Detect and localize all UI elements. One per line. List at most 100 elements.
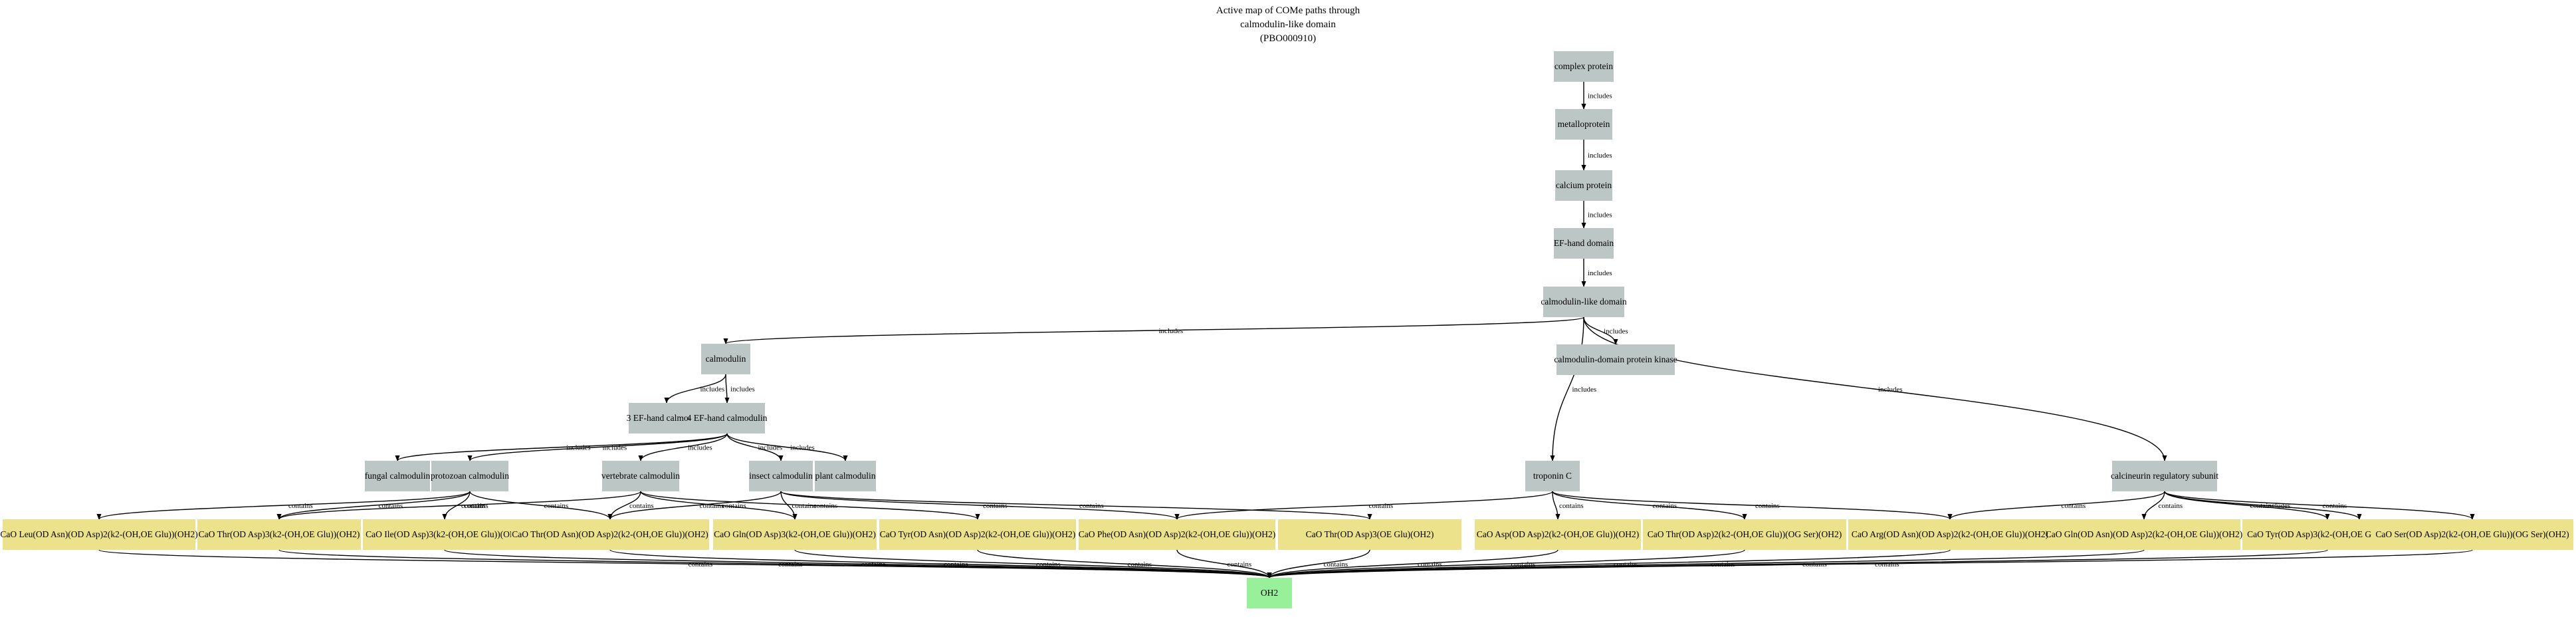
node-label: CaO Thr(OD Asn)(OD Asp)2(k2-(OH,OE Glu))…: [512, 529, 708, 539]
edge-line: [1267, 549, 2473, 578]
edge-label: contains: [1324, 560, 1348, 568]
node-box: [1554, 228, 1614, 259]
node-box: [197, 519, 361, 550]
edge-label: contains: [944, 560, 968, 568]
edge-four-ef-hand-to-fungal-cam: includes: [395, 433, 728, 461]
node-box: [1543, 287, 1624, 317]
edge-line: [1174, 491, 1553, 520]
edge-label: contains: [629, 502, 654, 510]
edge-insect-cam-to-c7: contains: [780, 491, 1180, 520]
edge-line: [444, 549, 1272, 578]
node-box: [689, 403, 765, 434]
edge-label: contains: [2159, 502, 2183, 510]
node-insect-cam[interactable]: insect calmodulin: [749, 461, 813, 491]
node-box: [1554, 51, 1614, 82]
edge-line: [1947, 491, 2165, 520]
edge-troponin-c-to-c10: contains: [1552, 491, 1747, 520]
node-box: [2371, 519, 2573, 550]
node-c9[interactable]: CaO Asp(OD Asp)2(k2-(OH,OE Glu))(OH2): [1475, 519, 1641, 550]
node-label: EF-hand domain: [1554, 238, 1614, 248]
node-metalloprotein[interactable]: metalloprotein: [1555, 109, 1612, 140]
node-oh2[interactable]: OH2: [1247, 578, 1292, 608]
edge-calmodulin-like-domain-to-calmodulin: includes: [723, 316, 1584, 344]
node-box: [2048, 519, 2240, 550]
edge-label: contains: [2323, 502, 2347, 510]
node-label: CaO Asp(OD Asp)2(k2-(OH,OE Glu))(OH2): [1477, 529, 1639, 539]
edge-label: contains: [461, 502, 486, 510]
edge-label: contains: [689, 560, 713, 568]
edge-c8-to-oh2: contains: [1267, 549, 1370, 578]
node-vertebrate-cam[interactable]: vertebrate calmodulin: [601, 461, 680, 491]
node-label: OH2: [1261, 588, 1278, 598]
node-c4[interactable]: CaO Thr(OD Asn)(OD Asp)2(k2-(OH,OE Glu))…: [511, 519, 709, 550]
node-troponin-c[interactable]: troponin C: [1525, 461, 1580, 491]
node-calmodulin-like-domain[interactable]: calmodulin-like domain: [1541, 287, 1627, 317]
node-c1[interactable]: CaO Leu(OD Asn)(OD Asp)2(k2-(OH,OE Glu))…: [0, 519, 198, 550]
node-box: [365, 461, 430, 491]
node-cam-domain-kinase[interactable]: calmodulin-domain protein kinase: [1554, 344, 1677, 375]
node-box: [1848, 519, 2052, 550]
diagram-title: Active map of COMe paths through calmodu…: [1155, 4, 1421, 46]
node-c3[interactable]: CaO Ile(OD Asp)3(k2-(OH,OE Glu))(OH2): [363, 519, 526, 550]
node-label: fungal calmodulin: [365, 471, 431, 481]
node-calcineurin-reg[interactable]: calcineurin regulatory subunit: [2111, 461, 2218, 491]
edge-label: contains: [1755, 502, 1780, 510]
edge-label: contains: [1128, 560, 1152, 568]
edge-calcineurin-reg-to-c13: contains: [2164, 491, 2330, 520]
node-complex-protein[interactable]: complex protein: [1554, 51, 1614, 82]
node-ef-hand-domain[interactable]: EF-hand domain: [1554, 228, 1614, 259]
node-calmodulin[interactable]: calmodulin: [701, 344, 750, 374]
edge-line: [1552, 491, 1747, 520]
edge-line: [1176, 549, 1272, 578]
edge-label: contains: [544, 502, 569, 510]
node-label: 3 EF-hand calmodulin: [627, 413, 707, 423]
edge-line: [98, 549, 1271, 578]
node-calcium-protein[interactable]: calcium protein: [1555, 170, 1612, 201]
edge-line: [640, 491, 980, 520]
node-label: calcium protein: [1556, 180, 1612, 190]
edge-line: [469, 491, 613, 520]
edge-line: [977, 549, 1272, 578]
edge-label: contains: [1875, 560, 1899, 568]
edge-c4-to-oh2: contains: [609, 549, 1272, 578]
node-c12[interactable]: CaO Gln(OD Asn)(OD Asp)2(k2-(OH,OE Glu))…: [2046, 519, 2243, 550]
edge-calcineurin-reg-to-c12: contains: [2141, 491, 2183, 520]
node-box: [431, 461, 508, 491]
edge-troponin-c-to-c11: contains: [1552, 491, 1953, 520]
edge-metalloprotein-to-calcium-protein: includes: [1581, 140, 1612, 171]
node-c8[interactable]: CaO Thr(OD Asp)3(OE Glu)(OH2): [1278, 519, 1461, 550]
edge-four-ef-hand-to-plant-cam: includes: [726, 433, 848, 461]
node-box: [1643, 519, 1846, 550]
node-label: CaO Tyr(OD Asp)3(k2-(OH,OE Glu))(OH2): [2247, 529, 2408, 539]
edge-label: contains: [2062, 502, 2086, 510]
node-c10[interactable]: CaO Thr(OD Asp)2(k2-(OH,OE Glu))(OG Ser)…: [1643, 519, 1846, 550]
node-box: [1247, 578, 1292, 608]
node-c5[interactable]: CaO Gln(OD Asp)3(k2-(OH,OE Glu))(OH2): [713, 519, 877, 550]
edge-label: includes: [1588, 211, 1612, 219]
node-fungal-cam[interactable]: fungal calmodulin: [365, 461, 431, 491]
edge-line: [1583, 316, 2167, 461]
node-c6[interactable]: CaO Tyr(OD Asn)(OD Asp)2(k2-(OH,OE Glu))…: [879, 519, 1076, 550]
node-label: metalloprotein: [1558, 119, 1610, 129]
edge-ef-hand-domain-to-calmodulin-like-domain: includes: [1581, 259, 1612, 287]
node-c11[interactable]: CaO Arg(OD Asn)(OD Asp)2(k2-(OH,OE Glu))…: [1848, 519, 2052, 550]
edge-vertebrate-cam-to-c2: contains: [276, 491, 641, 520]
node-c14[interactable]: CaO Ser(OD Asp)2(k2-(OH,OE Glu))(OG Ser)…: [2371, 519, 2573, 550]
edge-line: [1267, 549, 1558, 578]
edge-calmodulin-like-domain-to-calcineurin-reg: includes: [1583, 316, 2167, 461]
edge-label: includes: [1572, 386, 1597, 394]
node-box: [602, 461, 679, 491]
node-four-ef-hand[interactable]: 4 EF-hand calmodulin: [687, 403, 768, 434]
edge-label: includes: [730, 386, 755, 394]
node-c2[interactable]: CaO Thr(OD Asp)3(k2-(OH,OE Glu))(OH2): [197, 519, 361, 550]
node-plant-cam[interactable]: plant calmodulin: [815, 461, 876, 491]
edge-calmodulin-like-domain-to-cam-domain-kinase: includes: [1583, 316, 1628, 345]
node-c7[interactable]: CaO Phe(OD Asn)(OD Asp)2(k2-(OH,OE Glu))…: [1079, 519, 1276, 550]
node-box: [1278, 519, 1461, 550]
edge-calmodulin-like-domain-to-troponin-c: includes: [1550, 316, 1597, 461]
node-box: [1555, 109, 1612, 140]
node-label: calmodulin-domain protein kinase: [1554, 354, 1677, 364]
node-protozoan-cam[interactable]: protozoan calmodulin: [431, 461, 509, 491]
node-label: protozoan calmodulin: [431, 471, 509, 481]
